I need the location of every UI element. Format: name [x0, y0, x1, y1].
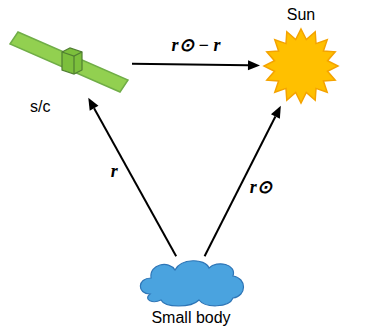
node-illustration: [262, 28, 340, 104]
sun-star: [264, 29, 338, 103]
sun-relative-vector: [132, 60, 260, 70]
sun-label: Sun: [287, 6, 315, 24]
sun-node: Sun: [262, 28, 340, 104]
vector-label: r⊙ − r: [172, 34, 221, 56]
arrowhead: [271, 106, 281, 119]
arrowhead: [88, 98, 98, 111]
solar-panel: [10, 32, 128, 92]
node-illustration: [8, 30, 130, 96]
body-edge: [62, 52, 82, 56]
position-vector: [88, 98, 176, 257]
vector-label: r⊙: [250, 176, 272, 198]
vector-label: r: [111, 161, 118, 182]
sun-position-vector: [205, 106, 281, 256]
connector-line: [132, 64, 248, 66]
connector-line: [94, 108, 176, 256]
arrowhead: [248, 60, 260, 70]
connector-line: [205, 116, 276, 256]
small-body-cloud: [140, 261, 243, 306]
small-body-node: Small body: [135, 258, 247, 308]
spacecraft-body: [62, 48, 82, 74]
body-edge: [73, 56, 74, 74]
small-body-label: Small body: [151, 309, 230, 327]
spacecraft-node: s/c: [8, 30, 130, 96]
node-illustration: [135, 258, 247, 308]
spacecraft-label: s/c: [30, 98, 50, 116]
